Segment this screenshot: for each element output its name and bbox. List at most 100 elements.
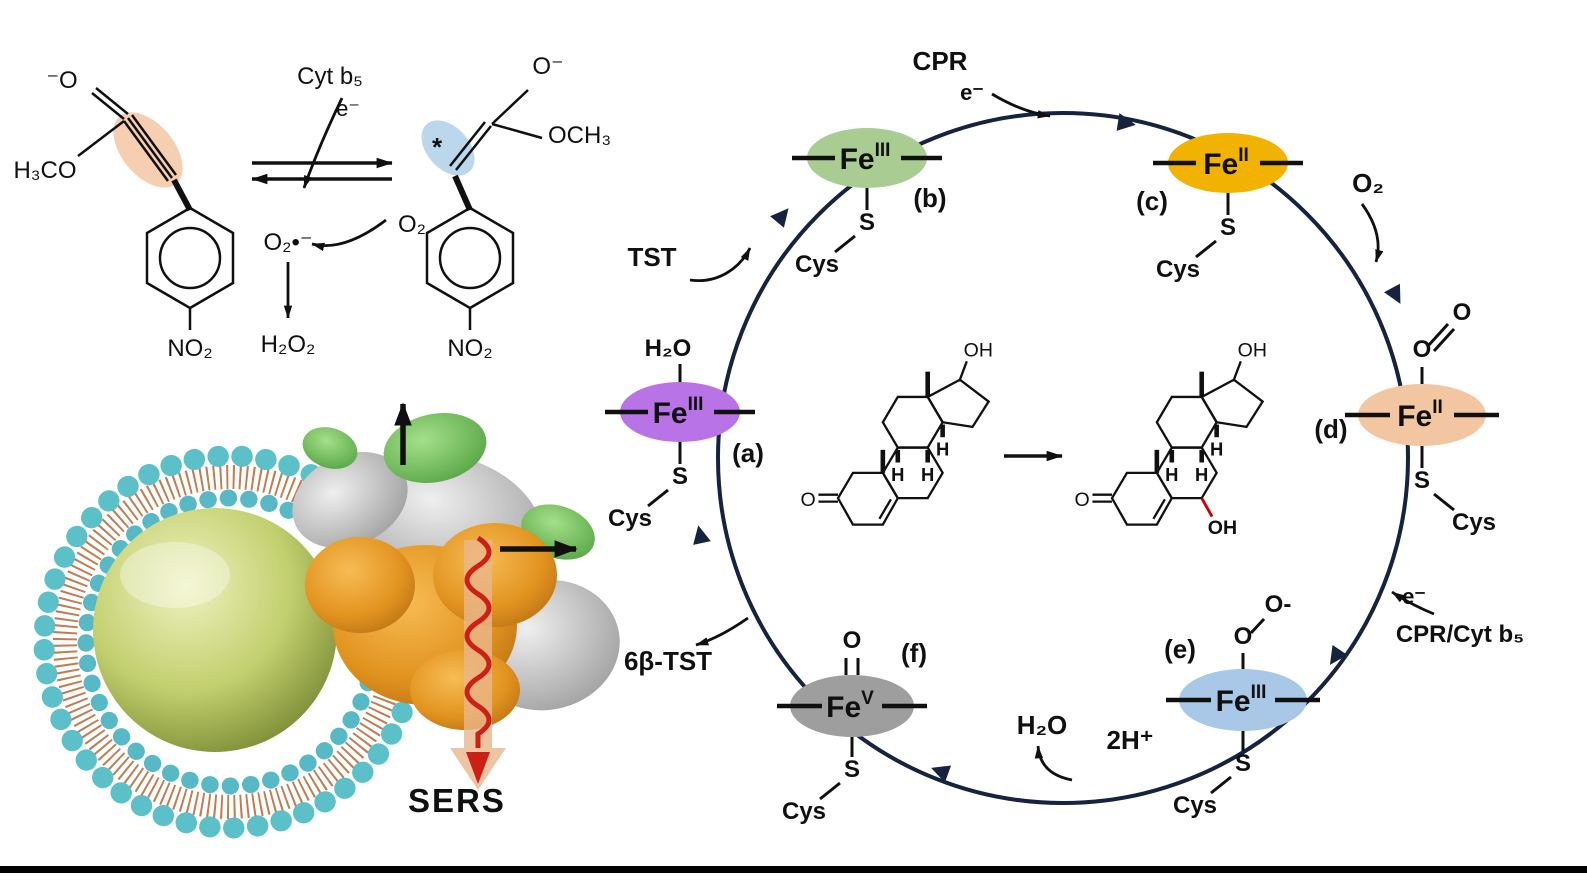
bond [834,234,856,254]
tst-in-arrow [689,247,752,283]
hydroxyl-label: OH [1238,340,1267,362]
orange-enzyme [305,537,415,633]
intermediate-a: FeIII S Cys H₂O (a) [605,335,764,532]
carboxylate-o-label: ⁻O [46,67,77,94]
methoxy-label: OCH₃ [548,122,611,149]
enolate-o-label: O⁻ [532,53,563,80]
stereo-h-label: H [936,439,949,460]
ring-d [1200,378,1265,429]
cys-label: Cys [795,251,839,278]
o2-capture-arrow [311,218,387,252]
green-protein [383,413,487,483]
cys-label: Cys [608,505,652,532]
triple-bond [130,114,178,176]
sphere-highlight [120,542,230,608]
cpr-cytb5-label: CPR/Cyt b₅ [1396,621,1524,648]
steroid-product: O OH H H H OH [1074,340,1266,539]
cyt-b5-electron-arrow [302,97,344,189]
double-bond [455,125,492,171]
bond [491,89,529,125]
hydroxyl-label: OH [964,340,993,362]
cpr-label: CPR [913,46,968,76]
bond [77,120,125,157]
methoxy-label: H₃CO [13,157,76,184]
cycle-arrowhead [693,525,711,545]
intermediate-b: FeIII S Cys (b) [792,128,947,278]
double-bond [878,498,892,520]
heme-oval-a [620,382,740,442]
nitro-label: NO₂ [447,335,492,362]
fe-label-a: FeIII [653,394,704,430]
heme-oval-c [1168,133,1288,193]
fe-label-e: FeIII [1216,682,1267,718]
water-release-arrow [1034,745,1073,782]
cyt-b5-label: Cyt b₅ [297,63,363,90]
tag-f: (f) [901,638,927,668]
double-bond [1152,498,1166,520]
s-label: S [672,463,688,490]
beam-band [450,540,506,790]
raman-arrowhead [466,752,490,784]
cycle-arrowhead [1116,113,1136,131]
tst-in-label: TST [627,242,676,272]
double-bond [449,121,486,167]
nitro-label: NO₂ [167,335,212,362]
product-structure [425,89,543,330]
raman-squiggle [464,535,492,748]
ring-d [926,378,991,429]
new-hydroxyl-bond [1200,497,1214,518]
stereo-h-label: H [1195,464,1208,485]
o-proximal-label: O [1413,336,1432,363]
sers-beam [450,535,506,790]
oxo-label: O [843,627,862,654]
tag-e: (e) [1164,634,1196,664]
o-distal-label: O [1453,299,1472,326]
bond [647,488,669,508]
bond [452,174,473,212]
triple-bond [122,120,170,182]
s-label: S [1414,467,1430,494]
h2o-ligand-label: H₂O [645,335,692,362]
bond [819,781,841,801]
bond [958,360,968,381]
tag-b: (b) [913,183,946,213]
o-proximal-label: O [1234,623,1253,650]
green-protein [302,427,358,469]
fe-label-b: FeIII [840,140,891,176]
figure-bottom-rule [0,866,1587,873]
bond [1195,239,1217,259]
second-electron-arrow [1391,590,1435,616]
fe-label-c: FeII [1203,145,1249,181]
new-hydroxyl-label: OH [1208,517,1237,539]
fe-label-f: FeV [826,688,874,724]
product-out-label: 6β-TST [624,646,712,676]
double-bond [91,92,125,120]
gray-protein [292,451,408,549]
product-out-arrow [695,616,749,647]
tag-d: (d) [1314,414,1347,444]
cys-label: Cys [1156,256,1200,283]
cys-label: Cys [782,798,826,825]
ring-c [881,395,944,449]
ring-a [836,471,900,526]
reactant-structure [77,87,235,330]
cycle-arrowhead [931,765,952,783]
s-label: S [859,209,875,236]
intermediate-d: FeII S Cys O O (d) [1314,299,1499,536]
ring-c [1155,395,1218,449]
cpr-electron-arrow [991,92,1051,119]
fe-label-d: FeII [1397,397,1443,433]
heme-oval-f [790,675,914,737]
double-bond [1432,327,1456,353]
superoxide-label: O₂•⁻ [263,229,312,256]
bond [171,178,193,212]
stereo-h-label: H [1210,439,1223,460]
intermediate-f: FeV S Cys O (f) [777,627,927,825]
aromatic-circle [158,226,222,290]
cycle-arrowhead [770,208,789,228]
peroxide-label: H₂O₂ [261,331,316,358]
bond [1232,360,1242,381]
protons-label: 2H⁺ [1107,725,1154,755]
